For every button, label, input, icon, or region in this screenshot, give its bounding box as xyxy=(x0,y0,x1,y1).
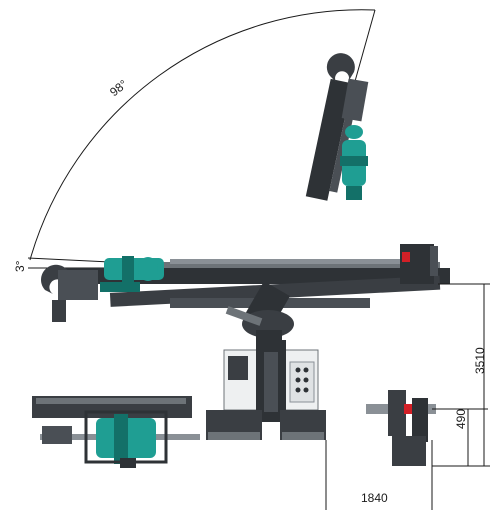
carrier-center-mast-detail xyxy=(264,352,278,412)
swing-arc-line xyxy=(29,9,376,261)
raised-feed-beam xyxy=(305,78,353,201)
control-knob-2 xyxy=(303,367,309,373)
carrier-side-view xyxy=(32,396,200,468)
arc-radius-line-horizontal xyxy=(27,257,111,263)
raised-rotation-unit-cap xyxy=(345,125,363,139)
rotation-unit-band xyxy=(122,256,134,282)
raised-rotation-unit-base xyxy=(346,186,362,200)
feed-beam-top-rail xyxy=(140,262,440,268)
control-knob-4 xyxy=(303,377,309,383)
carrier-left-track-pad xyxy=(208,432,260,440)
tilt-angle-label: 3° xyxy=(13,260,27,272)
front-gripper-body xyxy=(58,270,98,300)
raised-rotation-unit-band xyxy=(340,156,368,166)
carrier-front-view xyxy=(206,340,327,510)
rotation-unit-cap xyxy=(138,257,158,281)
arc-radius-line-vertical xyxy=(351,9,376,93)
track-width-label: 1840 xyxy=(361,491,388,505)
rear-track xyxy=(392,436,426,466)
carrier-control-panel xyxy=(289,361,315,403)
track-width-dimension: 1840 xyxy=(361,440,433,510)
control-knob-6 xyxy=(303,387,309,393)
control-knob-1 xyxy=(295,367,301,373)
rear-red-valve xyxy=(404,404,412,414)
side-feed-beam-top xyxy=(36,398,186,404)
carrier-rear-view xyxy=(366,390,436,466)
raised-drill-head xyxy=(305,53,369,201)
rear-end-bracket xyxy=(430,246,438,276)
rear-end-red-valve xyxy=(402,252,410,262)
rear-end-block xyxy=(400,244,434,284)
raised-gripper-hook xyxy=(326,53,355,84)
control-knob-3 xyxy=(295,377,301,383)
rotation-unit-clamp xyxy=(100,282,140,292)
front-support-leg xyxy=(52,300,66,322)
raised-hose-bracket xyxy=(341,78,369,122)
total-height-label: 3510 xyxy=(473,347,487,374)
drill-rod xyxy=(170,259,420,264)
side-front-clamp xyxy=(42,426,72,444)
control-knob-5 xyxy=(295,387,301,393)
turret-cylinder xyxy=(225,306,263,326)
carrier-right-track-pad xyxy=(282,432,324,440)
side-rotation-unit-band xyxy=(114,414,128,464)
rear-right-block xyxy=(412,398,428,442)
rear-left-block xyxy=(388,390,406,436)
carrier-left-panel xyxy=(228,356,248,380)
height-dimensions: 490 3510 xyxy=(432,284,490,467)
side-lower-bracket xyxy=(120,458,136,468)
arc-angle-label: 98° xyxy=(107,77,130,99)
lower-height-label: 490 xyxy=(454,409,468,429)
